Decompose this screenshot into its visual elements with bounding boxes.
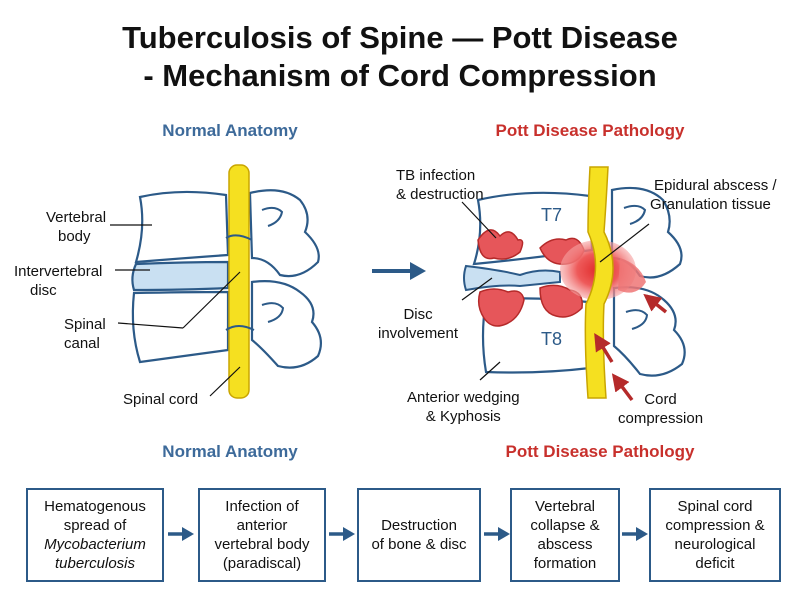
flow-arrow-1 [168, 527, 194, 541]
anterior-lesion-lower [477, 288, 525, 327]
destroyed-disc [463, 264, 561, 292]
heading-normal-anatomy-bottom: Normal Anatomy [162, 442, 298, 461]
flow-step-1: Hematogenous spread of Mycobacterium tub… [26, 488, 164, 582]
label-intervertebral-disc: Intervertebral disc [14, 263, 103, 299]
heading-pott-pathology-bottom: Pott Disease Pathology [505, 442, 695, 461]
label-cord-compression: Cord compression [618, 391, 704, 427]
flow-arrow-4 [622, 527, 648, 541]
label-vertebral-body: Vertebral body [46, 209, 107, 245]
label-disc-involvement: Disc involvement [378, 306, 459, 342]
transition-arrow [372, 262, 426, 280]
label-t7: T7 [541, 205, 563, 225]
anterior-lesion-upper [477, 229, 524, 260]
posterior-lesion-lower [539, 284, 583, 318]
flow-step-2: Infection of anterior vertebral body (pa… [198, 488, 326, 582]
flow-arrow-3 [484, 527, 510, 541]
pott-spine [461, 166, 686, 402]
flow-arrow-2 [329, 527, 355, 541]
heading-normal-anatomy: Normal Anatomy [162, 121, 298, 140]
intervertebral-disc [131, 260, 230, 292]
flow-step-5: Spinal cord compression & neurological d… [649, 488, 781, 582]
lower-posterior-elements [250, 280, 323, 369]
spinal-cord-left [228, 164, 250, 399]
label-spinal-cord: Spinal cord [123, 391, 199, 408]
flow-step-4: Vertebral collapse & abscess formation [510, 488, 620, 582]
spinal-cord-compressed [584, 166, 614, 399]
normal-spine [110, 164, 323, 399]
label-epidural-abscess: Epidural abscess / Granulation tissue [650, 177, 777, 213]
title-line-1: Tuberculosis of Spine — Pott Disease [122, 20, 678, 55]
upper-posterior-elements [248, 189, 320, 278]
label-spinal-canal: Spinal canal [64, 316, 106, 352]
label-tb-infection: TB infection & destruction [396, 167, 484, 203]
label-anterior-wedging: Anterior wedging & Kyphosis [407, 389, 520, 425]
flow-step-3: Destruction of bone & disc [357, 488, 481, 582]
upper-vertebral-body [134, 190, 230, 264]
title-line-2: - Mechanism of Cord Compression [143, 58, 657, 93]
lower-vertebral-body [131, 290, 230, 364]
label-t8: T8 [541, 329, 563, 349]
heading-pott-pathology: Pott Disease Pathology [495, 121, 685, 140]
